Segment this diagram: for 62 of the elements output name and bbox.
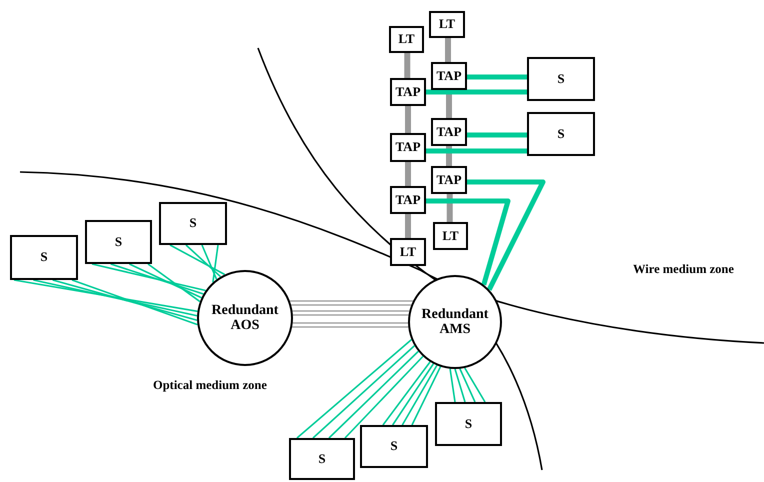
device-box: S bbox=[527, 112, 595, 156]
connector-line bbox=[52, 279, 198, 321]
connector-line bbox=[446, 146, 452, 166]
connector-line bbox=[405, 106, 411, 133]
connector-line bbox=[14, 279, 198, 312]
connector-line bbox=[426, 198, 510, 286]
connector-line bbox=[402, 364, 438, 426]
device-box: LT bbox=[433, 222, 468, 250]
connector-line bbox=[449, 368, 456, 402]
connector-line bbox=[148, 263, 200, 302]
device-box: TAP bbox=[390, 133, 426, 162]
connector-line bbox=[292, 310, 410, 316]
connector-line bbox=[289, 300, 414, 306]
connector-line bbox=[110, 263, 204, 295]
device-box: S bbox=[289, 438, 355, 480]
connector-line bbox=[464, 368, 486, 402]
connector-line bbox=[201, 244, 218, 280]
connector-line bbox=[446, 194, 453, 222]
connector-line bbox=[392, 363, 434, 426]
connector-line bbox=[467, 74, 527, 80]
device-box: TAP bbox=[431, 62, 467, 90]
connector-line bbox=[170, 244, 226, 276]
zone-label: Optical medium zone bbox=[153, 378, 267, 393]
connector-line bbox=[454, 368, 466, 402]
connector-line bbox=[467, 132, 527, 138]
device-box: TAP bbox=[431, 118, 467, 146]
connector-line bbox=[312, 345, 415, 439]
device-box: LT bbox=[390, 238, 426, 266]
connector-line bbox=[405, 162, 411, 186]
server-circle: Redundant AMS bbox=[408, 275, 502, 369]
connector-line bbox=[445, 38, 451, 62]
connector-line bbox=[212, 244, 219, 282]
connector-line bbox=[344, 356, 424, 439]
connector-line bbox=[467, 180, 546, 291]
connector-line bbox=[328, 350, 419, 439]
connector-line bbox=[129, 263, 202, 298]
device-box: S bbox=[10, 235, 78, 280]
device-box: S bbox=[435, 402, 502, 446]
connector-line bbox=[72, 279, 198, 326]
device-box: LT bbox=[429, 11, 465, 38]
connector-line bbox=[426, 90, 527, 94]
connector-line bbox=[382, 361, 431, 426]
device-box: TAP bbox=[390, 78, 426, 106]
device-box: S bbox=[159, 202, 227, 245]
server-circle: Redundant AOS bbox=[197, 270, 293, 366]
connector-line bbox=[459, 368, 476, 402]
device-box: TAP bbox=[431, 166, 467, 194]
zone-label: Wire medium zone bbox=[633, 262, 734, 277]
connector-line bbox=[292, 322, 409, 328]
device-box: S bbox=[360, 425, 428, 468]
connector-line bbox=[92, 263, 206, 292]
connector-line bbox=[185, 244, 222, 278]
device-box: S bbox=[527, 57, 595, 101]
connector-line bbox=[405, 214, 411, 238]
device-box: TAP bbox=[390, 186, 426, 214]
connector-line bbox=[296, 339, 412, 439]
device-box: S bbox=[85, 220, 152, 264]
connector-line bbox=[33, 279, 198, 317]
connector-line bbox=[404, 53, 410, 78]
connector-line bbox=[426, 148, 527, 154]
device-box: LT bbox=[389, 26, 424, 53]
connector-line bbox=[411, 366, 442, 426]
